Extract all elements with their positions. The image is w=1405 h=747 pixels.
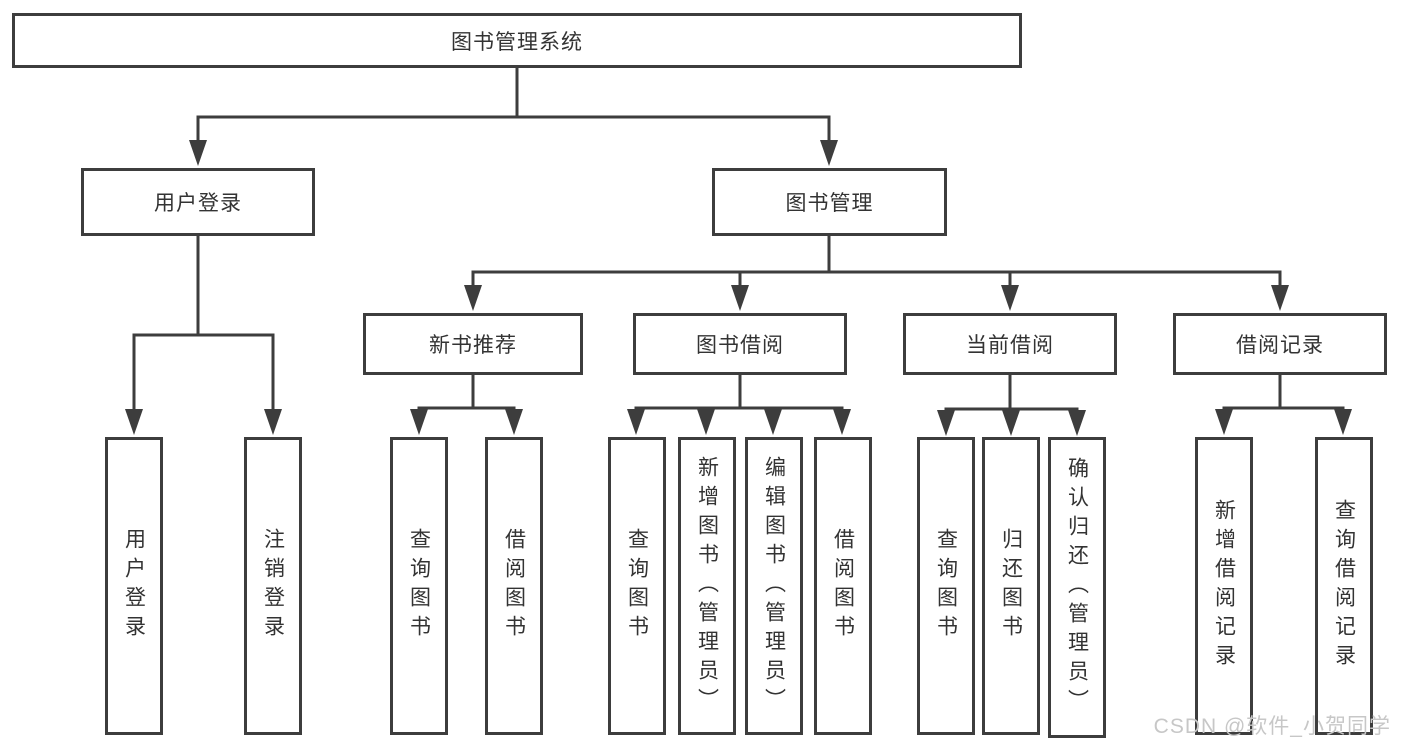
node-root-label: 图书管理系统 (451, 30, 583, 54)
node-leaf-return-books: 归还图书 (982, 437, 1040, 735)
node-leaf-query-borrow-record: 查询借阅记录 (1315, 437, 1373, 735)
node-leaf-logout: 注销登录 (244, 437, 302, 735)
node-leaf-query-books-current-label: 查询图书 (934, 528, 958, 644)
node-leaf-add-borrow-record: 新增借阅记录 (1195, 437, 1253, 735)
node-current-borrowing: 当前借阅 (903, 313, 1117, 375)
node-borrowing-records-label: 借阅记录 (1236, 334, 1324, 357)
node-new-book-recommendation-label: 新书推荐 (429, 334, 517, 357)
node-leaf-query-books-borrowing-label: 查询图书 (625, 528, 649, 644)
node-leaf-edit-books-admin-label: 编辑图书（管理员） (762, 455, 786, 717)
node-user-login-label: 用户登录 (154, 192, 242, 215)
node-leaf-query-borrow-record-label: 查询借阅记录 (1332, 499, 1356, 673)
node-leaf-confirm-return-admin: 确认归还（管理员） (1048, 437, 1106, 738)
node-leaf-edit-books-admin: 编辑图书（管理员） (745, 437, 803, 735)
node-leaf-add-books-admin-label: 新增图书（管理员） (695, 455, 719, 717)
node-borrowing-records: 借阅记录 (1173, 313, 1387, 375)
node-leaf-return-books-label: 归还图书 (999, 528, 1023, 644)
node-leaf-query-books-recommend-label: 查询图书 (407, 528, 431, 644)
node-leaf-borrow-books-recommend-label: 借阅图书 (502, 528, 526, 644)
node-leaf-add-books-admin: 新增图书（管理员） (678, 437, 736, 735)
node-leaf-query-books-borrowing: 查询图书 (608, 437, 666, 735)
node-book-management: 图书管理 (712, 168, 947, 236)
node-user-login: 用户登录 (81, 168, 315, 236)
node-leaf-user-login-label: 用户登录 (122, 528, 146, 644)
node-new-book-recommendation: 新书推荐 (363, 313, 583, 375)
node-leaf-add-borrow-record-label: 新增借阅记录 (1212, 499, 1236, 673)
node-book-borrowing: 图书借阅 (633, 313, 847, 375)
node-leaf-query-books-current: 查询图书 (917, 437, 975, 735)
node-leaf-logout-label: 注销登录 (261, 528, 285, 644)
node-leaf-borrow-books: 借阅图书 (814, 437, 872, 735)
node-leaf-query-books-recommend: 查询图书 (390, 437, 448, 735)
node-leaf-borrow-books-recommend: 借阅图书 (485, 437, 543, 735)
csdn-watermark: CSDN @软件_小贺同学 (1153, 715, 1391, 738)
node-current-borrowing-label: 当前借阅 (966, 334, 1054, 357)
node-book-borrowing-label: 图书借阅 (696, 334, 784, 357)
node-leaf-confirm-return-admin-label: 确认归还（管理员） (1065, 457, 1089, 718)
node-root: 图书管理系统 (12, 13, 1022, 68)
node-book-management-label: 图书管理 (785, 192, 874, 215)
node-leaf-borrow-books-label: 借阅图书 (831, 528, 855, 644)
node-leaf-user-login: 用户登录 (105, 437, 163, 735)
